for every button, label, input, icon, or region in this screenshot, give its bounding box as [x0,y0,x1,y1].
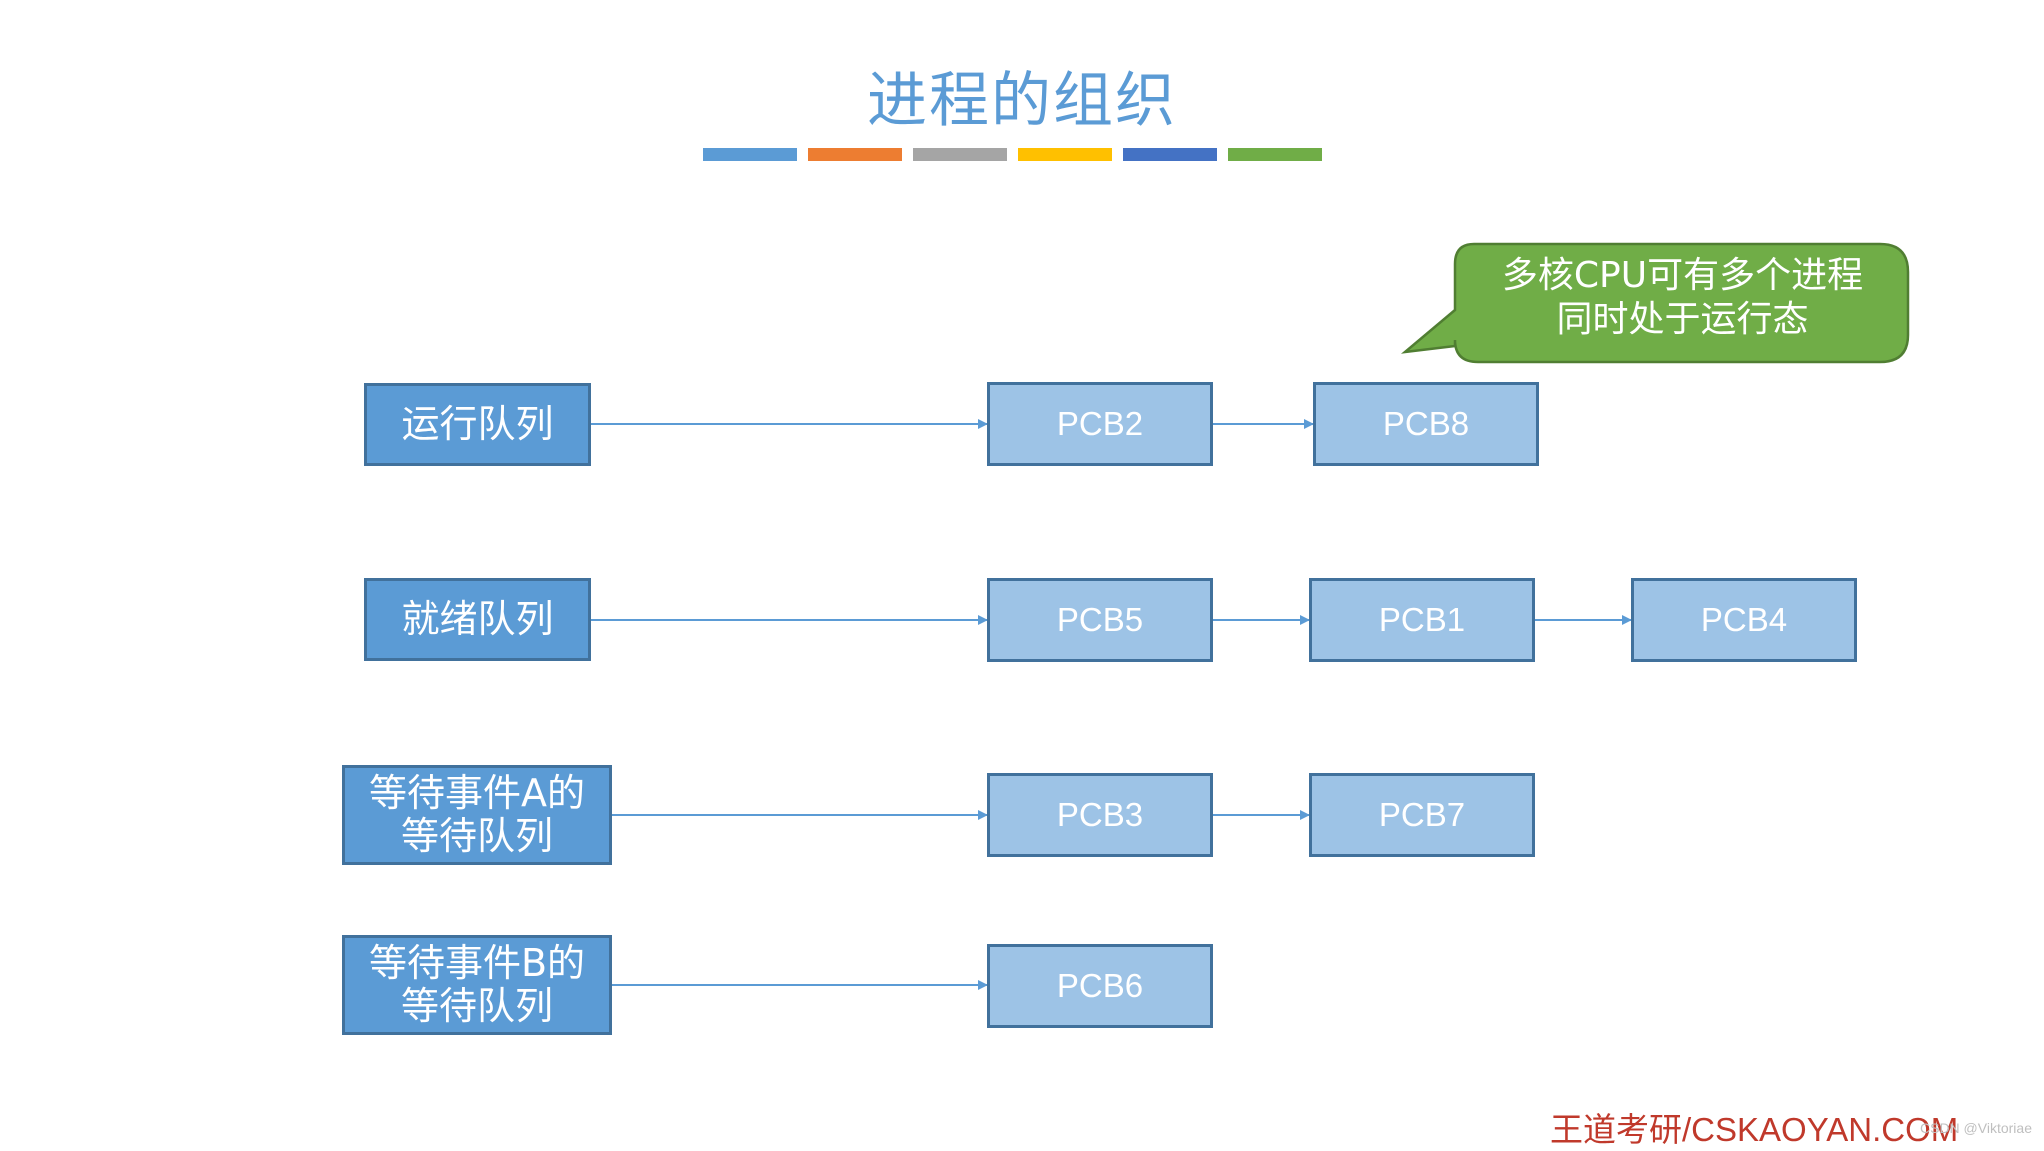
wait-a-queue-box: 等待事件A的 等待队列 [342,765,612,865]
running-queue-label: 运行队列 [401,402,554,446]
callout-text: 多核CPU可有多个进程 同时处于运行态 [1455,254,1910,342]
pcb1-box: PCB1 [1309,578,1535,662]
page-title: 进程的组织 [867,66,1177,136]
pcb2-label: PCB2 [1056,405,1144,442]
callout-line-2: 同时处于运行态 [1556,299,1809,340]
watermark: CSDN @Viktoriae [1920,1120,2032,1136]
color-bar [913,148,1007,161]
color-bar [1228,148,1322,161]
wait-a-queue-label: 等待事件A的 等待队列 [369,771,585,858]
pcb3-box: PCB3 [987,773,1213,857]
pcb6-box: PCB6 [987,944,1213,1028]
pcb5-label: PCB5 [1056,601,1144,638]
pcb7-label: PCB7 [1378,796,1466,833]
pcb7-box: PCB7 [1309,773,1535,857]
pcb4-label: PCB4 [1700,601,1788,638]
pcb6-label: PCB6 [1056,967,1144,1004]
footer-brand: 王道考研/CSKAOYAN.COM [1550,1111,1959,1148]
ready-queue-box: 就绪队列 [364,578,591,661]
pcb2-box: PCB2 [987,382,1213,466]
callout-line-1: 多核CPU可有多个进程 [1501,255,1864,296]
color-bar-strip [703,148,1324,161]
wait-b-queue-box: 等待事件B的 等待队列 [342,935,612,1035]
wait-b-queue-label: 等待事件B的 等待队列 [368,941,586,1028]
pcb5-box: PCB5 [987,578,1213,662]
color-bar [1018,148,1112,161]
color-bar [703,148,797,161]
color-bar [1123,148,1217,161]
color-bar [808,148,902,161]
callout-bubble [1400,242,1910,364]
pcb4-box: PCB4 [1631,578,1857,662]
running-queue-box: 运行队列 [364,383,591,466]
pcb8-box: PCB8 [1313,382,1539,466]
pcb3-label: PCB3 [1056,796,1144,833]
pcb1-label: PCB1 [1378,601,1466,638]
pcb8-label: PCB8 [1382,405,1470,442]
ready-queue-label: 就绪队列 [401,597,554,641]
